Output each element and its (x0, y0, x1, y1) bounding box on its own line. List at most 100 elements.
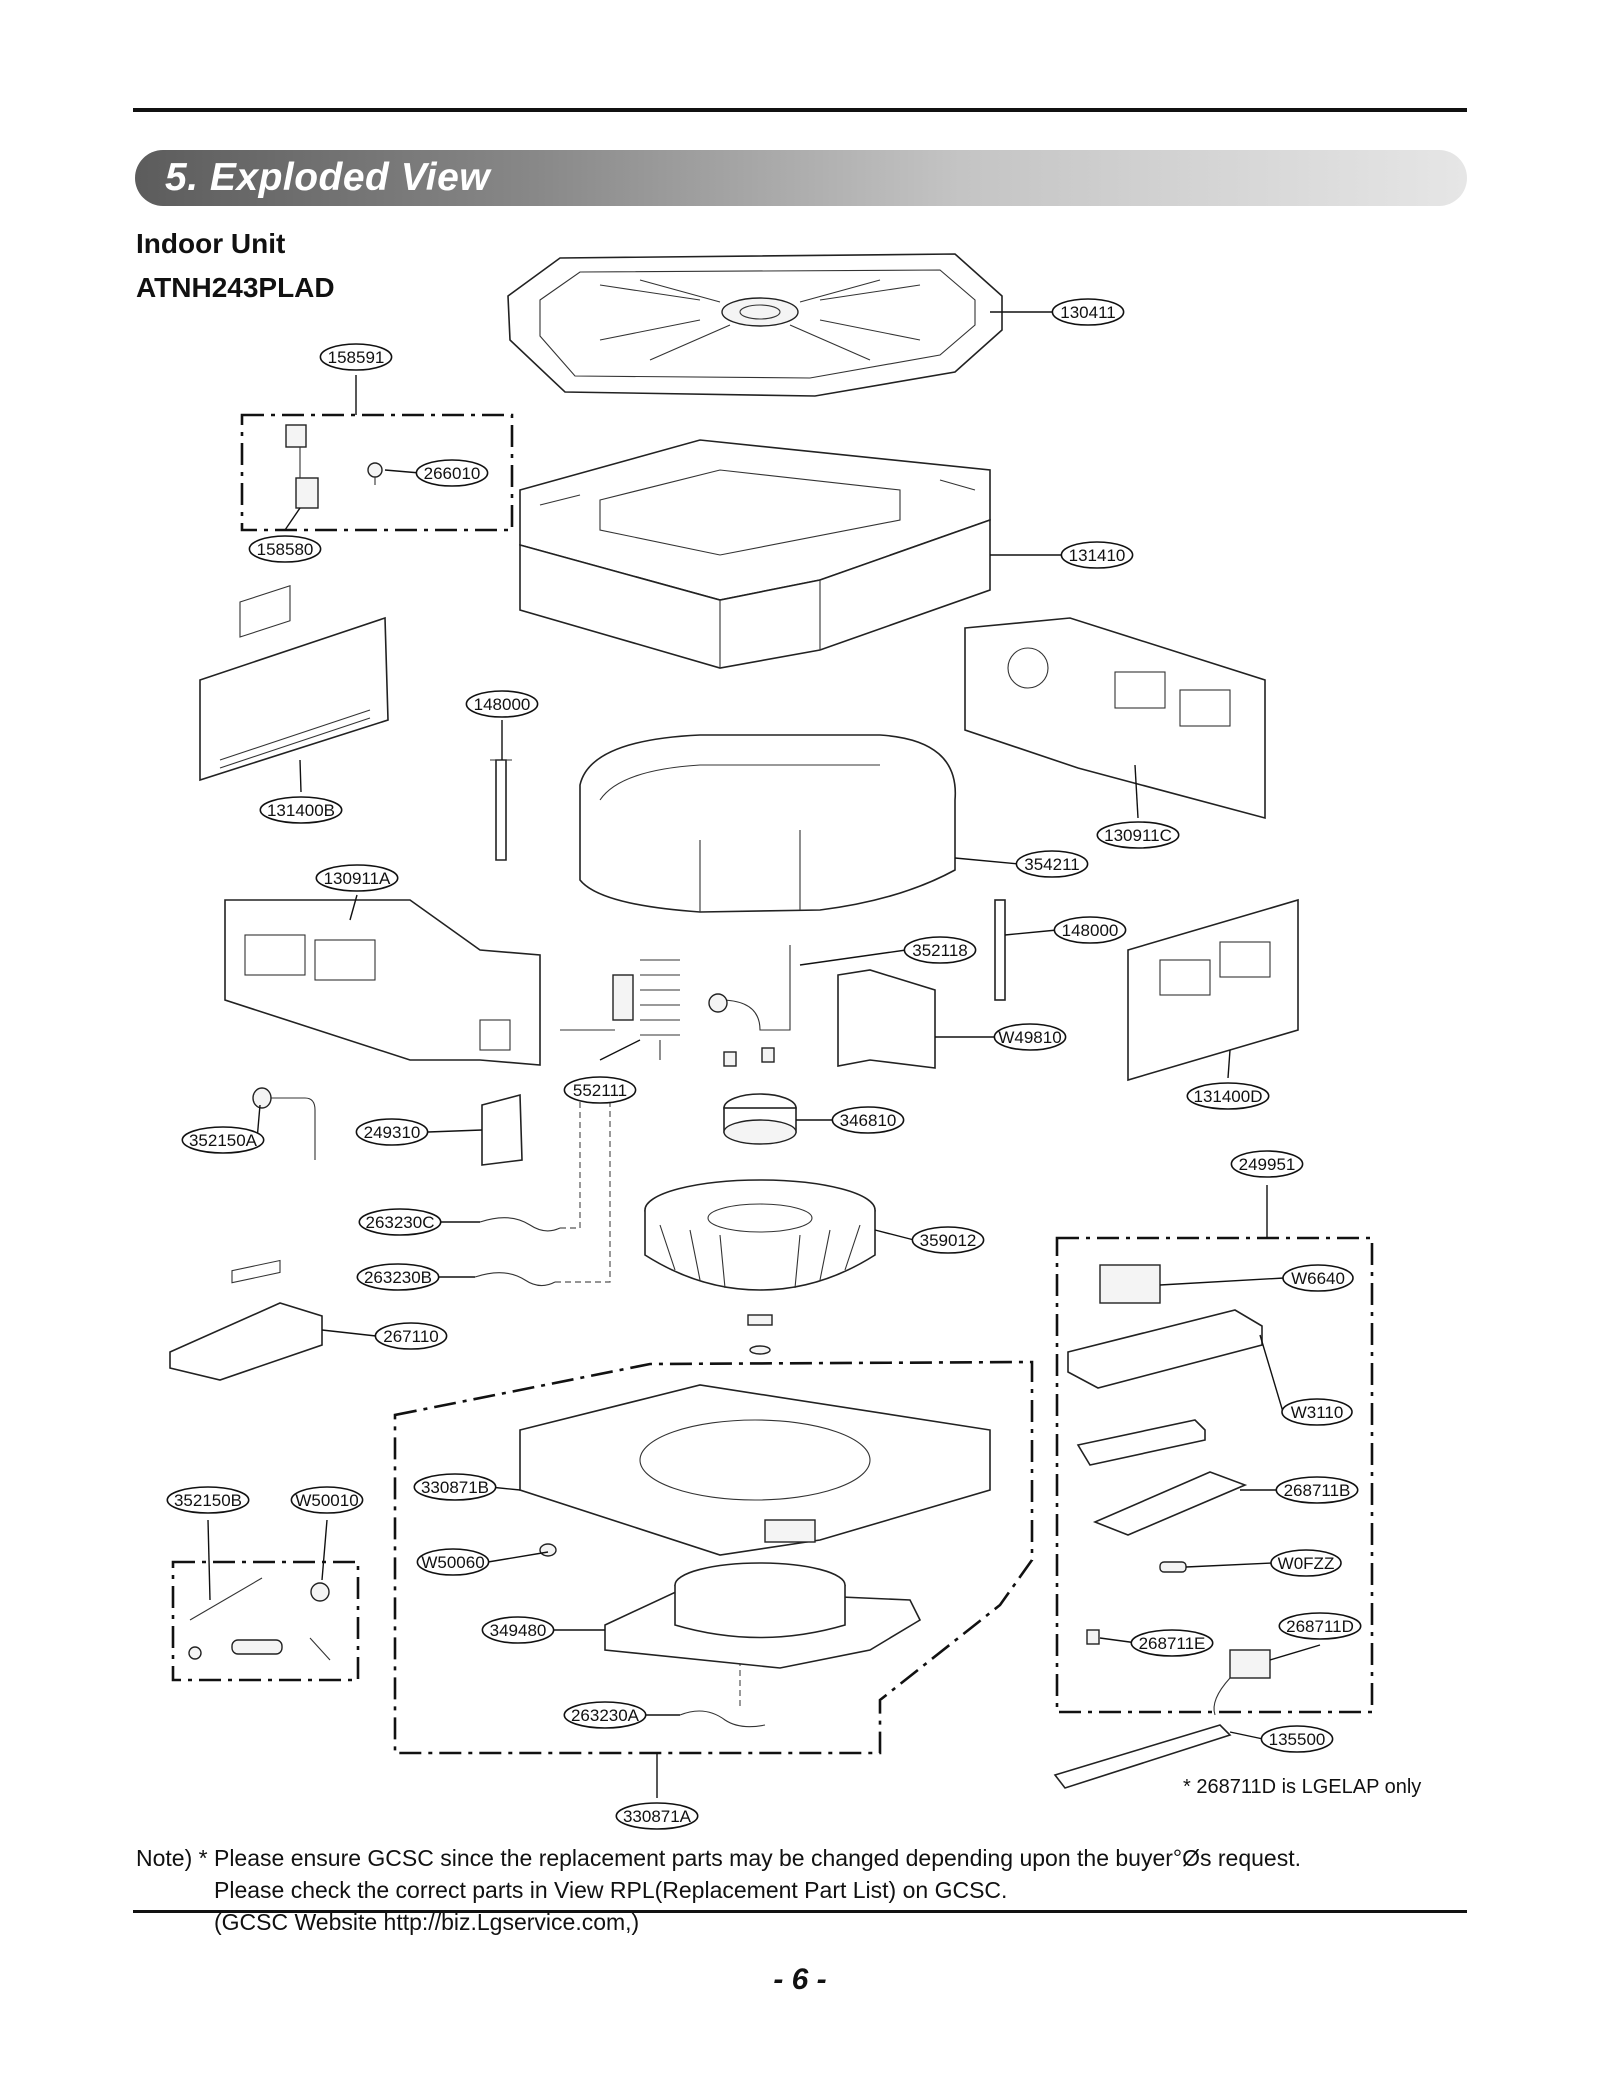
leader-line (487, 1551, 549, 1563)
callout-263230a: 263230A (563, 1701, 680, 1729)
callout-267110: 267110 (321, 1322, 448, 1350)
callout-oval (290, 1486, 364, 1514)
callout-131400d: 131400D (1186, 1049, 1270, 1110)
control-pcb-group (1067, 1264, 1271, 1716)
leader-line (284, 507, 301, 531)
callout-text: 131400B (267, 801, 335, 820)
callout-w6640: W6640 (1159, 1264, 1354, 1292)
callout-w49810: W49810 (935, 1023, 1067, 1051)
callout-text: W50060 (421, 1553, 484, 1572)
leader-line (1134, 764, 1139, 819)
callout-263230b: 263230B (356, 1263, 475, 1291)
section-banner: 5. Exploded View (135, 150, 1467, 206)
callout-352118: 352118 (799, 936, 977, 966)
callout-oval (1275, 1476, 1359, 1504)
callout-text: 266010 (424, 464, 481, 483)
frame-group-box (393, 1360, 1034, 1755)
callout-text: 158591 (328, 348, 385, 367)
callout-text: 131400D (1193, 1087, 1262, 1106)
unit-heading: Indoor Unit (136, 228, 286, 259)
callout-labels: 130411 158591 266010 158580 131410 148000 1314… (166, 298, 1362, 1830)
expansion-valve-assembly (560, 959, 680, 1060)
callout-oval (355, 1118, 429, 1146)
callout-349480: 349480 (481, 1616, 605, 1644)
callout-text: 346810 (840, 1111, 897, 1130)
leader-line (1259, 1334, 1284, 1413)
top-rule (133, 108, 1467, 112)
fan-motor (723, 1047, 797, 1145)
callout-135500: 135500 (1229, 1725, 1334, 1753)
callout-text: W6640 (1291, 1269, 1345, 1288)
callout-263230c: 263230C (358, 1208, 480, 1236)
callout-552111: 552111 (563, 1039, 641, 1104)
callout-158591: 158591 (319, 343, 393, 415)
callout-oval (831, 1106, 905, 1134)
callout-oval (615, 1802, 699, 1830)
callout-oval (1096, 821, 1180, 849)
note-block: Note) * Please ensure GCSC since the rep… (136, 1842, 1301, 1938)
callout-oval (248, 535, 322, 563)
leader-line (1004, 929, 1058, 936)
callout-oval (319, 343, 393, 371)
callout-158580: 158580 (248, 507, 322, 563)
callout-text: 263230B (364, 1268, 432, 1287)
side-panel-rear (1127, 898, 1299, 1082)
callout-oval (563, 1701, 647, 1729)
note-line-3: (GCSC Website http://biz.Lgservice.com,) (214, 1909, 640, 1935)
pcb-cover (1053, 1724, 1232, 1789)
callout-131410: 131410 (990, 541, 1134, 569)
callout-text: 158580 (257, 540, 314, 559)
leader-line (299, 759, 302, 793)
sensor-wires (474, 1080, 766, 1728)
callout-text: W50010 (295, 1491, 358, 1510)
callout-text: 148000 (474, 695, 531, 714)
callout-oval (1282, 1264, 1354, 1292)
callout-oval (1278, 1612, 1362, 1640)
callout-oval (563, 1076, 637, 1104)
callout-text: 148000 (1062, 921, 1119, 940)
callout-352150b: 352150B (166, 1486, 250, 1601)
sensor-group-box (240, 413, 514, 532)
leader-line (207, 1519, 211, 1601)
side-panel-left (199, 585, 389, 782)
leader-line (1229, 1731, 1264, 1740)
bell-mouth (539, 1543, 922, 1669)
bracket-left (490, 759, 512, 861)
callout-text: W0FZZ (1278, 1554, 1335, 1573)
callout-w0fzz: W0FZZ (1185, 1549, 1342, 1577)
callout-268711e: 268711E (1099, 1629, 1214, 1657)
model-heading: ATNH243PLAD (136, 272, 335, 303)
callout-148000: 148000 (1004, 916, 1127, 944)
drain-cover (837, 969, 936, 1069)
callout-text: 263230A (571, 1706, 640, 1725)
callout-oval (259, 796, 343, 824)
callout-130911a: 130911A (315, 864, 399, 921)
callout-oval (166, 1486, 250, 1514)
callout-oval (911, 1226, 985, 1254)
callout-131400b: 131400B (259, 759, 343, 824)
drain-hose (252, 1087, 316, 1160)
callout-text: 249310 (364, 1123, 421, 1142)
callout-text: 131410 (1069, 546, 1126, 565)
callout-oval (1130, 1629, 1214, 1657)
callout-oval (1015, 850, 1089, 878)
leader-line (954, 857, 1020, 865)
leader-line (874, 1229, 915, 1241)
note-line-2: Please check the correct parts in View R… (214, 1877, 1008, 1903)
callout-359012: 359012 (874, 1226, 985, 1254)
callout-oval (413, 1473, 497, 1501)
section-title: 5. Exploded View (165, 156, 491, 199)
bottom-rule (133, 1910, 1467, 1913)
callout-268711b: 268711B (1240, 1476, 1359, 1504)
callout-text: 130411 (1060, 303, 1115, 322)
callout-oval (1186, 1082, 1270, 1110)
callout-249310: 249310 (355, 1118, 483, 1146)
turbo-fan (644, 1179, 876, 1355)
callout-148000: 148000 (465, 690, 539, 760)
callout-text: 249951 (1239, 1155, 1296, 1174)
callout-text: 349480 (490, 1621, 547, 1640)
cabinet-chassis (519, 439, 991, 669)
control-box-panel (224, 899, 541, 1066)
callout-354211: 354211 (954, 850, 1089, 878)
